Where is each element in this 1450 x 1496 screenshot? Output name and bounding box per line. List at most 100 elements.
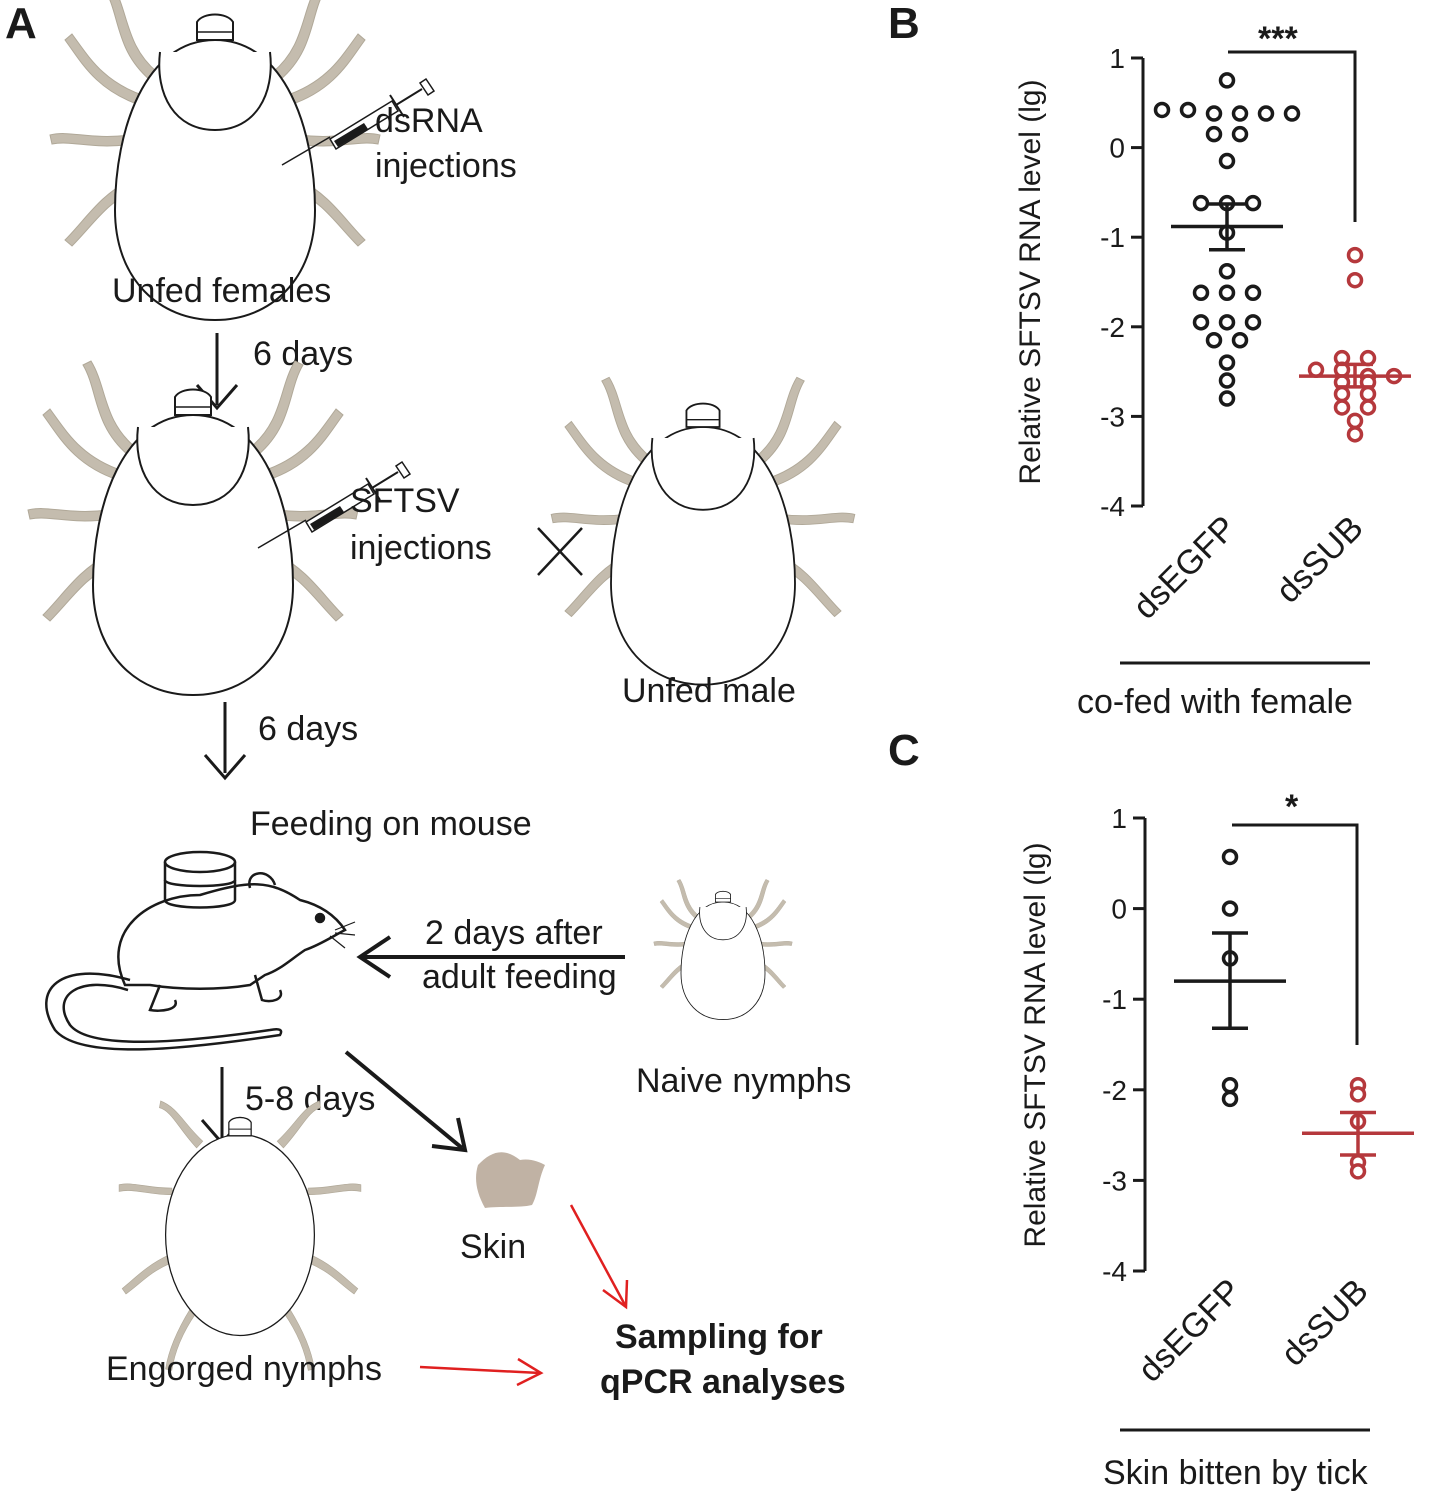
naive-nymph-tick-icon [653,878,793,1021]
data-point [1346,412,1364,430]
two-days-after-label: 2 days after [425,914,603,952]
data-point [1333,385,1351,403]
panel-letter-c: C [888,726,920,775]
panel-letter-a: A [5,0,37,48]
data-point [1244,314,1262,331]
panel-letter-b: B [888,0,920,48]
data-point [1346,246,1364,264]
data-point [1218,284,1236,302]
six-days-label-1: 6 days [253,335,353,373]
data-point [1179,101,1197,119]
y-tick-label: -1 [1102,984,1127,1015]
scatter-chart-c: 10-1-2-3-4 * Relative SFTSV RNA level (l… [1019,788,1414,1492]
engorged-nymphs-label: Engorged nymphs [106,1350,382,1388]
data-point [1346,426,1364,443]
left-arrow-icon [356,935,625,979]
scatter-chart-b: 1 0 -1 -2 -3 -4 *** Relative SFTSV RNA level … [1014,20,1411,721]
data-point [1218,262,1236,280]
y-tick-label: 0 [1111,894,1127,925]
dsrna-label: dsRNA [375,102,483,140]
skin-icon [476,1152,545,1208]
y-tick-label: -4 [1102,1256,1127,1287]
significance-label: * [1285,788,1299,826]
qpcr-analyses-label: qPCR analyses [600,1363,846,1401]
y-ticks: 10-1-2-3-4 [1102,803,1145,1287]
feeding-on-mouse-label: Feeding on mouse [250,805,532,843]
panel-b: B 1 0 -1 -2 -3 -4 *** Relative SFTSV RNA leve… [888,0,1411,721]
error-bars [1174,931,1414,1157]
y-tick-label: -1 [1100,222,1125,253]
data-point [1333,399,1351,416]
category-label-dsegfp: dsEGFP [1131,1272,1249,1390]
category-label-dssub: dsSUB [1274,1272,1376,1374]
data-point [1218,152,1236,170]
data-point [1257,105,1275,122]
data-points [1221,848,1367,1180]
error-bars [1171,202,1411,389]
data-point [1359,399,1377,416]
red-arrow-icon [569,1204,629,1310]
data-point [1218,372,1236,389]
data-point [1244,284,1262,302]
data-point [1192,194,1210,212]
y-tick-label: -3 [1100,401,1125,432]
y-tick-label: -4 [1100,491,1125,522]
unfed-females-label: Unfed females [112,272,331,310]
naive-nymphs-label: Naive nymphs [636,1062,851,1100]
data-point [1349,1163,1367,1180]
data-point [1205,125,1223,143]
data-point [1221,1077,1239,1094]
mouse-icon [45,850,356,1051]
adult-feeding-label: adult feeding [422,958,617,996]
data-point [1153,101,1171,119]
significance-label: *** [1258,20,1298,58]
y-tick-label: -2 [1100,312,1125,343]
data-point [1218,72,1236,89]
data-point [1192,314,1210,331]
cross-icon [537,527,583,576]
data-point [1231,125,1249,143]
down-arrow-icon [203,702,247,781]
unfed-male-label: Unfed male [622,672,796,710]
diagonal-arrow-icon [344,1050,468,1153]
data-point [1359,385,1377,403]
data-point [1349,1086,1367,1103]
y-ticks: 1 0 -1 -2 -3 -4 [1100,43,1143,522]
dsrna-injections-label: injections [375,147,517,185]
data-point [1205,331,1223,349]
data-point [1221,900,1239,917]
unfed-male-tick-icon [550,376,856,686]
data-point [1192,284,1210,302]
panel-c: C 10-1-2-3-4 * Relative SFTSV RNA level … [888,726,1414,1492]
y-axis-label: Relative SFTSV RNA level (lg) [1014,79,1047,484]
sftsv-label: SFTSV [350,482,460,520]
y-tick-label: 1 [1109,43,1125,74]
data-point [1205,105,1223,122]
category-label-dssub: dsSUB [1269,509,1371,611]
y-axis-label: Relative SFTSV RNA level (lg) [1019,842,1052,1247]
sftsv-injections-label: injections [350,529,492,567]
data-point [1218,354,1236,371]
data-point [1244,194,1262,212]
data-point [1218,390,1236,407]
six-days-label-2: 6 days [258,710,358,748]
data-point [1221,848,1239,866]
panel-a: A dsRNA injections Unfed females 6 days … [5,0,856,1401]
y-tick-label: -3 [1102,1165,1127,1196]
significance-bracket [1228,50,1357,222]
sampling-for-label: Sampling for [615,1318,823,1356]
data-point [1221,1090,1239,1108]
data-point [1218,314,1236,331]
data-point [1231,331,1249,349]
y-tick-label: 0 [1109,133,1125,164]
injected-female-tick-icon [27,360,359,696]
category-label-dsegfp: dsEGFP [1126,509,1244,627]
significance-bracket [1232,823,1359,1045]
data-point [1231,105,1249,122]
data-point [1346,271,1364,289]
group-label: Skin bitten by tick [1103,1454,1369,1492]
skin-label: Skin [460,1228,526,1266]
data-point [1283,105,1301,122]
y-tick-label: -2 [1102,1075,1127,1106]
